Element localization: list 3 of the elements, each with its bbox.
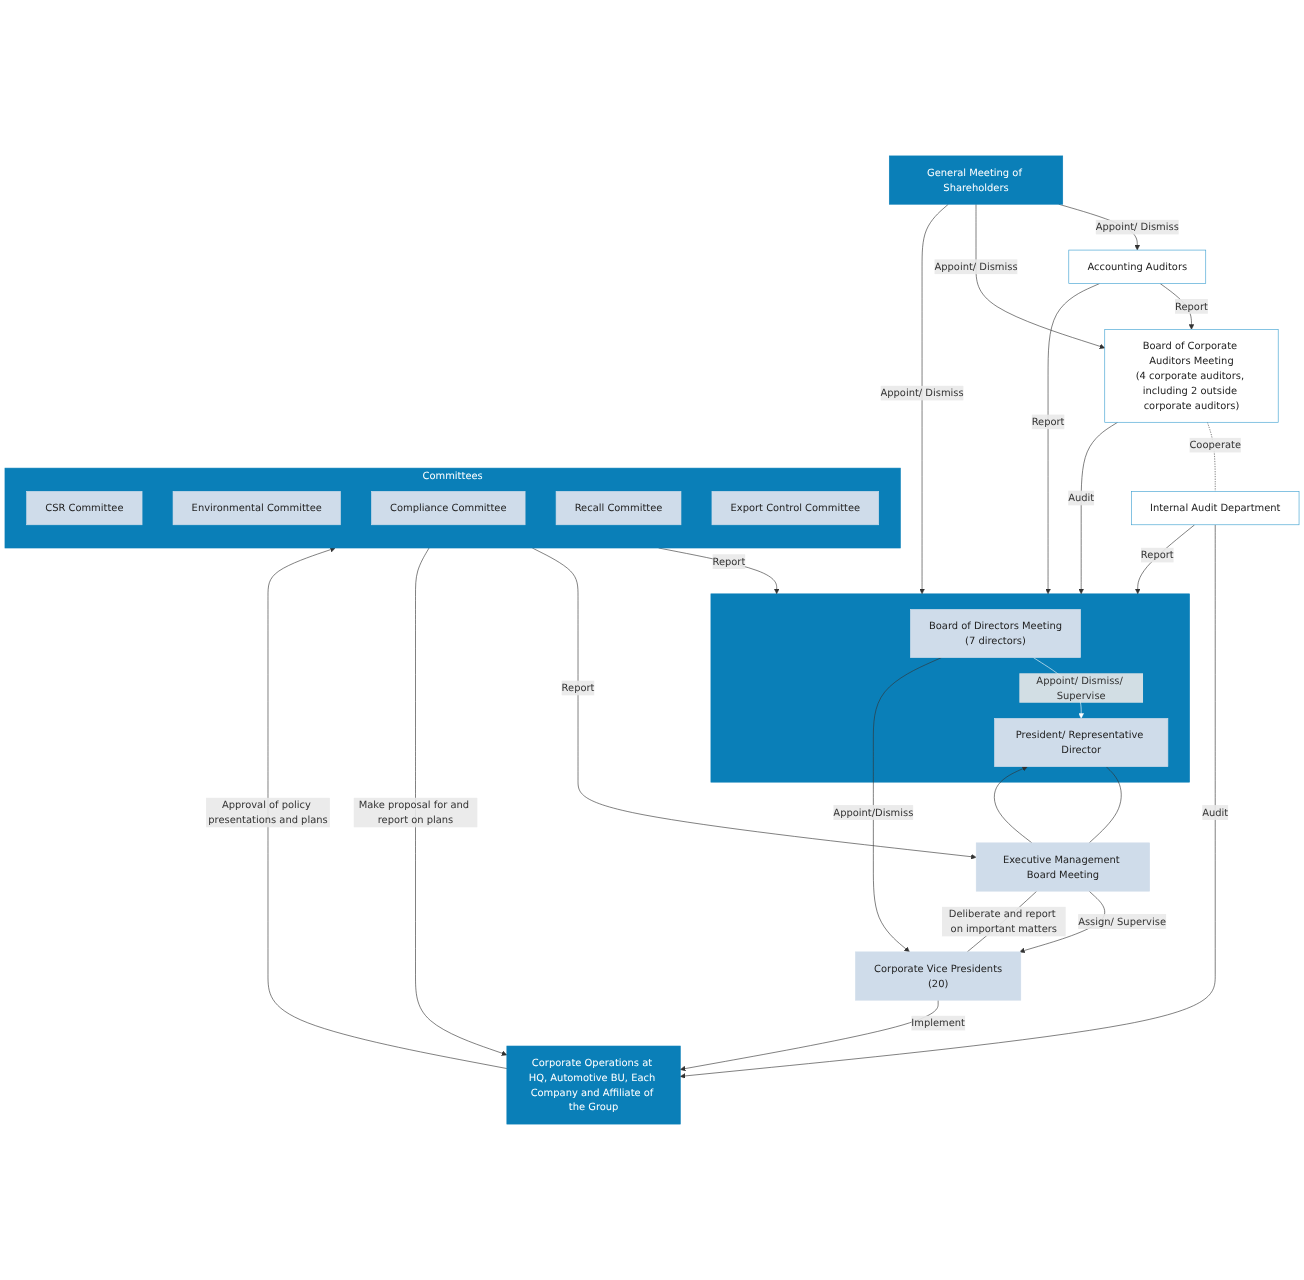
connector	[1088, 766, 1122, 844]
cluster	[710, 593, 1190, 783]
connector	[1207, 421, 1216, 492]
